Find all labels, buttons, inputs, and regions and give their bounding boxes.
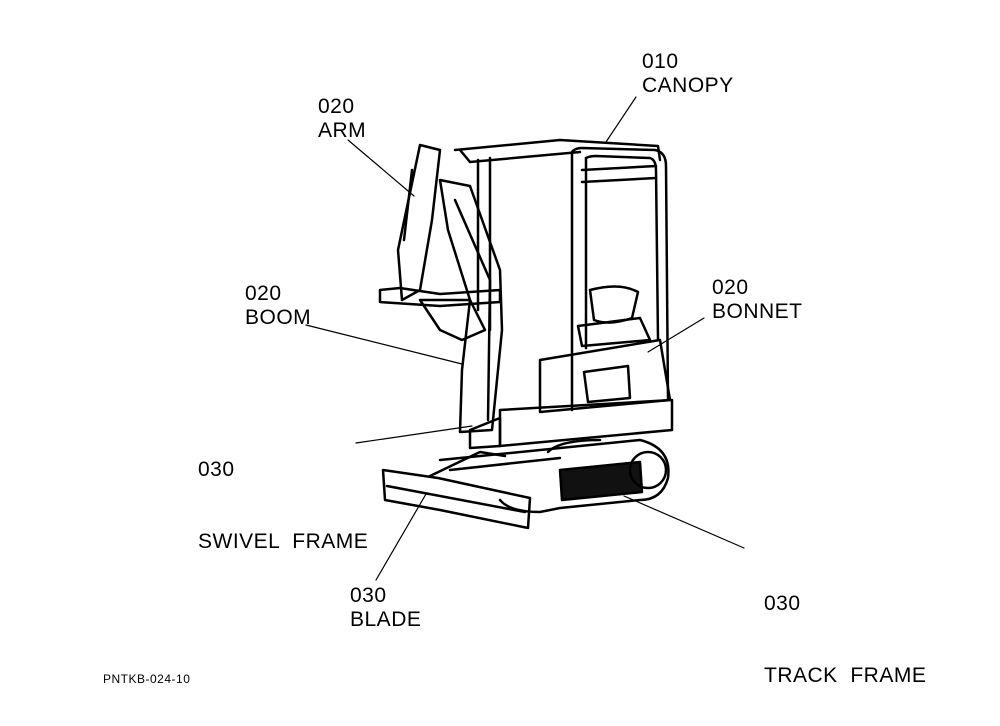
leader-blade [375, 493, 427, 581]
leader-arm [347, 139, 415, 197]
drawing-code: PNTKB-024-10 [103, 672, 191, 686]
label-blade-code: 030 [350, 584, 387, 607]
label-arm-name: ARM [318, 119, 367, 142]
blade-shape [381, 450, 532, 530]
label-arm: 020 ARM [318, 95, 366, 143]
label-bonnet-name: BONNET [712, 300, 803, 323]
bonnet-shape [538, 338, 672, 414]
label-boom-name: BOOM [245, 306, 312, 329]
seat-shape [576, 285, 652, 348]
boom-shape [438, 178, 504, 434]
label-arm-code: 020 [318, 95, 355, 118]
leader-bonnet [647, 317, 705, 353]
leader-track-frame [623, 495, 745, 549]
leader-swivel-frame [355, 425, 473, 444]
label-canopy-name: CANOPY [642, 74, 734, 97]
leader-boom [305, 324, 463, 365]
label-swivel-frame-code: 030 [198, 458, 235, 481]
label-swivel-frame: 030 SWIVEL FRAME [198, 410, 368, 578]
label-swivel-frame-name: SWIVEL FRAME [198, 530, 369, 553]
arm-shape [378, 143, 502, 342]
label-canopy: 010 CANOPY [642, 50, 734, 98]
swivel-frame-shape [468, 398, 674, 450]
label-boom: 020 BOOM [245, 282, 311, 330]
label-blade: 030 BLADE [350, 584, 421, 632]
canopy-shape [453, 138, 670, 412]
leader-canopy [605, 96, 637, 143]
label-boom-code: 020 [245, 282, 282, 305]
label-bonnet-code: 020 [712, 276, 749, 299]
label-bonnet: 020 BONNET [712, 276, 803, 324]
label-track-frame: 030 TRACK FRAME [764, 544, 926, 712]
label-track-frame-code: 030 [764, 592, 801, 615]
leader-lines [305, 96, 745, 581]
label-canopy-code: 010 [642, 50, 679, 73]
label-blade-name: BLADE [350, 608, 422, 631]
label-track-frame-name: TRACK FRAME [764, 664, 927, 687]
